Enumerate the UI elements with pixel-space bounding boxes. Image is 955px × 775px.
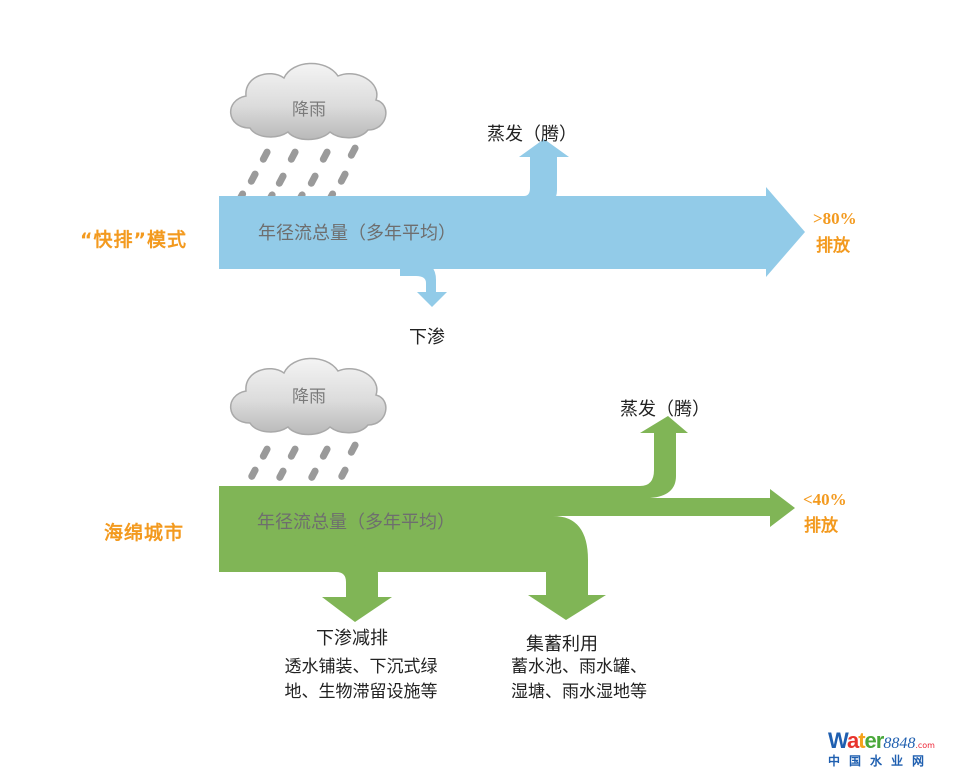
brand-com: .com	[915, 741, 935, 750]
evaporation-label-bottom: 蒸发（腾）	[620, 399, 710, 420]
brand-letters-er: er	[864, 728, 885, 753]
infiltration-label-top: 下渗	[409, 327, 445, 348]
rainfall-label-top: 降雨	[292, 100, 326, 120]
brand-chinese-name: 中国水业网	[828, 754, 934, 768]
infiltration-desc-line2: 地、生物滞留设施等	[284, 682, 438, 702]
storage-desc-line2: 湿塘、雨水湿地等	[511, 682, 647, 702]
storage-use-title: 集蓄利用	[526, 634, 598, 655]
brand-letter-a: a	[846, 728, 859, 753]
rain-drops-bottom	[248, 441, 359, 481]
flow-arrow-green	[219, 416, 795, 622]
discharge-percent-bottom: <40%	[803, 490, 847, 509]
cloud-icon-top	[229, 62, 387, 141]
brand-letter-w: W	[828, 728, 848, 753]
discharge-label-top: 排放	[816, 236, 850, 256]
rainfall-label-bottom: 降雨	[292, 387, 326, 407]
watermark-logo: Water8848.com 中国水业网	[828, 728, 948, 769]
flow-arrow-blue	[219, 139, 805, 307]
discharge-percent-top: >80%	[813, 209, 857, 228]
infiltration-reduction-title: 下渗减排	[316, 628, 388, 649]
cloud-icon-bottom	[229, 357, 387, 436]
evaporation-label-top: 蒸发（腾）	[487, 124, 577, 145]
runoff-total-label-bottom: 年径流总量（多年平均）	[257, 512, 455, 533]
fast-drain-mode-label: “快排”模式	[80, 229, 187, 251]
watermark-brand: Water8848.com	[828, 728, 948, 754]
discharge-label-bottom: 排放	[804, 516, 838, 536]
storage-use-desc: 蓄水池、雨水罐、 湿塘、雨水湿地等	[494, 655, 664, 705]
brand-number: 8848	[883, 735, 916, 752]
brand-letter-t: t	[858, 728, 865, 753]
infiltration-desc-line1: 透水铺装、下沉式绿	[284, 657, 438, 677]
runoff-total-label-top: 年径流总量（多年平均）	[258, 223, 456, 244]
infiltration-reduction-desc: 透水铺装、下沉式绿 地、生物滞留设施等	[266, 655, 456, 705]
rain-drops-top	[236, 144, 359, 202]
sponge-city-mode-label: 海绵城市	[104, 522, 185, 544]
storage-desc-line1: 蓄水池、雨水罐、	[511, 657, 647, 677]
